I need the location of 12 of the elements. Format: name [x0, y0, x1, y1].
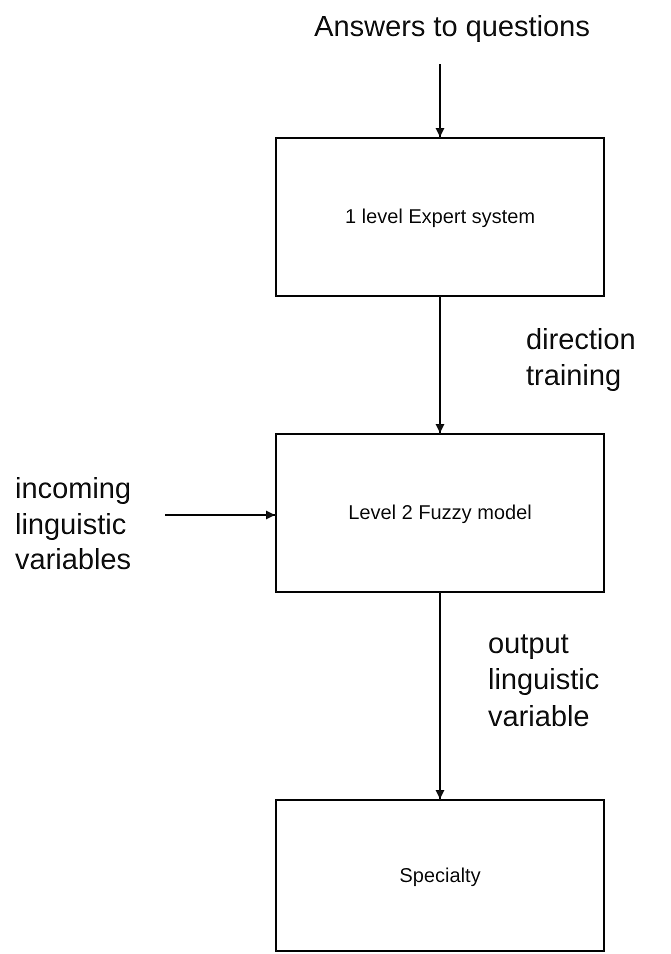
arrow — [436, 593, 444, 799]
process-box — [275, 433, 605, 593]
process-box — [275, 137, 605, 297]
text-label: incoming linguistic variables — [15, 473, 132, 576]
arrow — [436, 297, 444, 433]
process-box — [275, 799, 605, 952]
box-label: Specialty — [399, 864, 481, 888]
text-label: Answers to questions — [314, 11, 590, 43]
box-label: Level 2 Fuzzy model — [348, 501, 532, 526]
arrow — [165, 510, 275, 520]
arrow — [436, 64, 444, 137]
box-label: 1 level Expert system — [344, 205, 536, 230]
